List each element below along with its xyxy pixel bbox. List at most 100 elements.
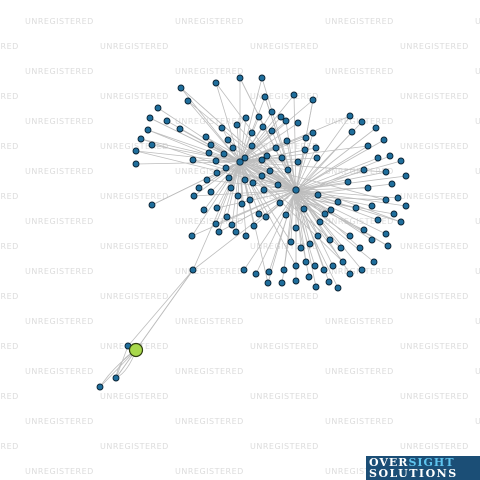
network-node (255, 113, 263, 121)
edge (267, 195, 294, 284)
bridge-node (189, 266, 197, 274)
network-node (202, 133, 210, 141)
edge (295, 189, 399, 199)
network-node (236, 74, 244, 82)
edge (295, 99, 314, 191)
network-node (280, 266, 288, 274)
network-node (384, 242, 392, 250)
focus-node (128, 342, 144, 358)
network-node (190, 192, 198, 200)
edge (243, 195, 294, 271)
network-node (260, 186, 268, 194)
network-node (276, 199, 284, 207)
network-node (316, 218, 324, 226)
network-node (346, 112, 354, 120)
network-node (334, 198, 342, 206)
network-node (148, 201, 156, 209)
hub-node (292, 186, 300, 194)
network-node (368, 202, 376, 210)
network-node (282, 211, 290, 219)
network-node (292, 277, 300, 285)
edge (140, 138, 241, 163)
hub-node (236, 158, 244, 166)
network-node (263, 152, 271, 160)
network-node (368, 236, 376, 244)
network-node (205, 149, 213, 157)
network-node (223, 213, 231, 221)
network-node (382, 168, 390, 176)
network-node (176, 125, 184, 133)
network-node (258, 156, 266, 164)
network-node (215, 228, 223, 236)
network-node (241, 154, 249, 162)
network-node (277, 113, 285, 121)
network-node (302, 134, 310, 142)
network-node (213, 169, 221, 177)
network-node (246, 196, 254, 204)
network-node (144, 126, 152, 134)
network-node (386, 152, 394, 160)
edge (203, 161, 241, 211)
network-node (329, 262, 337, 270)
edge (295, 157, 379, 191)
network-node (312, 144, 320, 152)
network-node (207, 188, 215, 196)
network-node (370, 258, 378, 266)
edge (252, 182, 297, 191)
network-node (348, 128, 356, 136)
network-node (238, 200, 246, 208)
edge (151, 144, 241, 163)
edge (192, 161, 241, 271)
logo-word-solutions: SOLUTIONS (369, 467, 458, 480)
network-node (272, 144, 280, 152)
network-node (364, 184, 372, 192)
network-node (264, 279, 272, 287)
network-node (265, 268, 273, 276)
edge (236, 124, 241, 163)
network-node (382, 196, 390, 204)
network-node (228, 221, 236, 229)
edge (239, 161, 297, 191)
network-node (320, 266, 328, 274)
network-node (402, 202, 410, 210)
network-node (402, 172, 410, 180)
network-node (112, 374, 120, 382)
network-node (154, 104, 162, 112)
edge (295, 189, 317, 288)
network-node (314, 232, 322, 240)
network-node (352, 204, 360, 212)
network-node (312, 283, 320, 291)
network-node (300, 205, 308, 213)
edge (218, 161, 241, 233)
network-node (227, 184, 235, 192)
network-node (325, 278, 333, 286)
logo-word-sight: SIGHT (408, 456, 455, 469)
network-node (390, 210, 398, 218)
edge (295, 187, 369, 191)
network-node (287, 238, 295, 246)
network-node (261, 93, 269, 101)
network-node (240, 266, 248, 274)
edge (135, 161, 241, 165)
network-node (301, 146, 309, 154)
network-node (374, 216, 382, 224)
edge (239, 161, 247, 237)
network-node (305, 273, 313, 281)
edge (295, 132, 314, 191)
edge (216, 161, 241, 209)
edge (268, 189, 297, 273)
edge (292, 195, 316, 267)
network-node (207, 141, 215, 149)
network-node (259, 123, 267, 131)
edge (295, 181, 349, 191)
network-node (397, 218, 405, 226)
network-node (346, 232, 354, 240)
edge (180, 87, 297, 191)
edge (239, 122, 299, 163)
edge (293, 94, 297, 191)
network-node (358, 266, 366, 274)
network-node (249, 179, 257, 187)
edge (239, 161, 243, 205)
network-node (326, 236, 334, 244)
network-node (225, 174, 233, 182)
